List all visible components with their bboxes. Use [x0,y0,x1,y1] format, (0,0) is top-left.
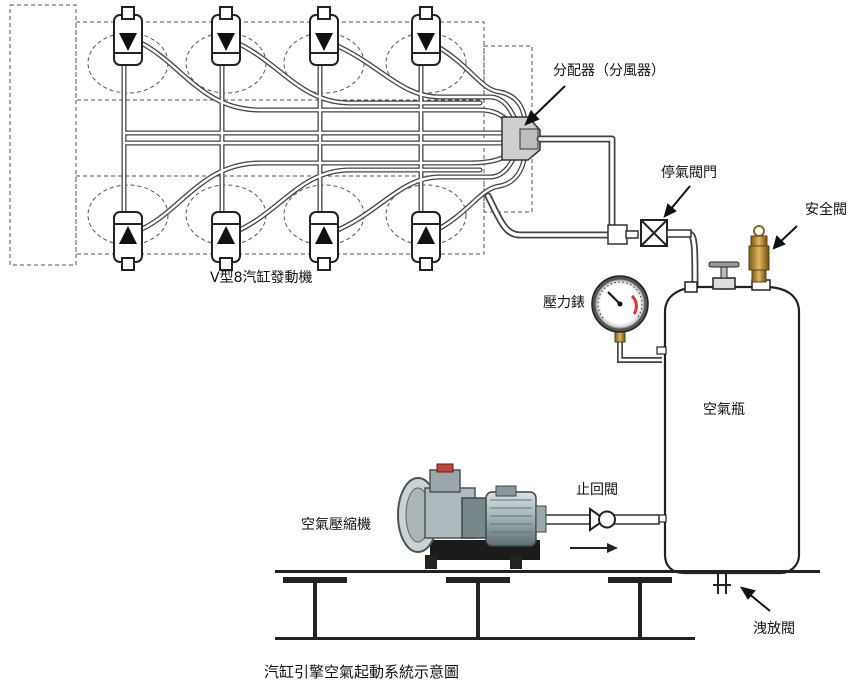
stop-valve-label: 停氣閥門 [661,165,717,181]
air-bottle [656,261,801,575]
check-valve [589,507,616,532]
cylinder-start-valves [113,6,441,271]
label-pointer-arrows [524,85,798,612]
cylinder-valve [411,211,441,271]
diagram-caption: 汽缸引擎空氣起動系統示意圖 [264,663,460,681]
cylinder-valve [113,6,143,66]
cylinder-valve [211,6,241,66]
cylinder-valve [309,211,339,271]
engine-air-pipes [121,37,528,243]
air-compressor [397,463,547,569]
pressure-gauge [591,275,662,363]
cylinder-valve [113,211,143,271]
distributor [501,116,541,161]
compressor-label: 空氣壓縮機 [301,517,371,533]
air-bottle-label: 空氣瓶 [703,402,745,418]
main-air-pipe [484,135,699,294]
distributor-label: 分配器（分風器） [553,63,665,79]
check-valve-label: 止回閥 [576,482,618,498]
engine-label: V型8汽缸發動機 [210,270,313,286]
safety-valve-label: 安全閥 [805,202,847,218]
drain-valve-label: 洩放閥 [753,621,795,637]
flow-direction-arrow [570,543,618,553]
cylinder-valve [211,211,241,271]
cylinder-valve [411,6,441,66]
cylinder-valve [309,6,339,66]
drain-valve [713,573,731,594]
safety-valve [748,225,770,283]
stop-valve [640,219,692,247]
support-frame [275,570,820,640]
tee-fitting [607,224,628,245]
pressure-gauge-label: 壓力錶 [543,295,585,311]
